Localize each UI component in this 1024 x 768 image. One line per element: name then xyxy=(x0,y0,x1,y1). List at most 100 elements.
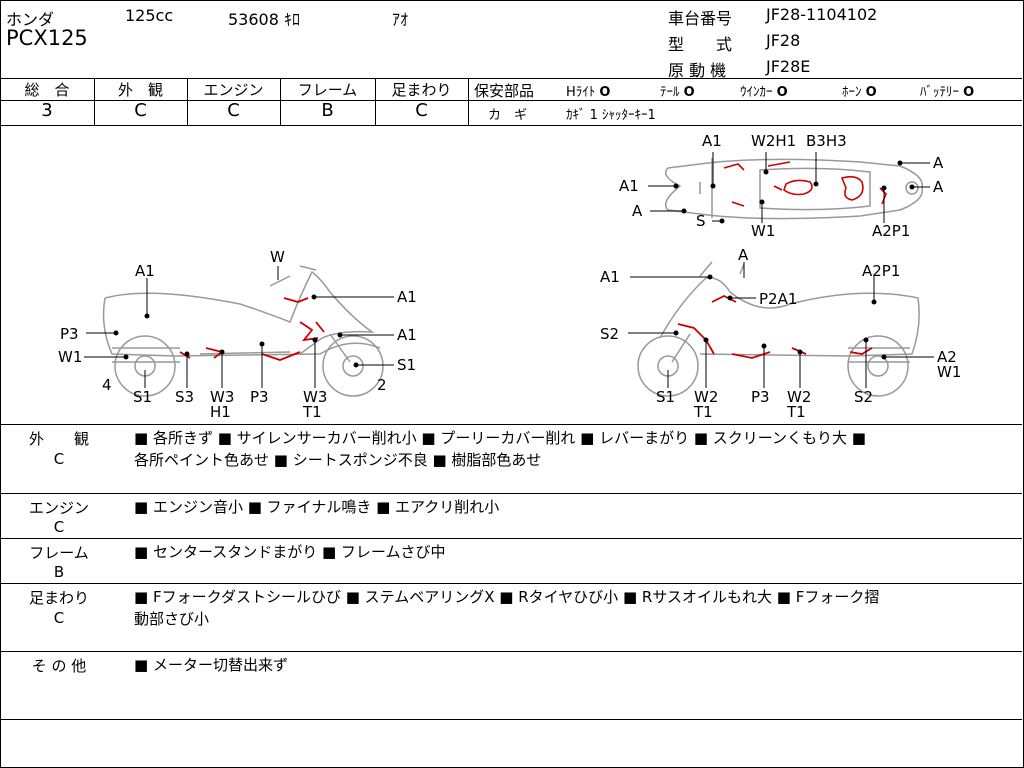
section-engine-label: エンジン xyxy=(28,499,89,517)
section-engine-text: ■ エンジン音小 ■ ファイナル鳴き ■ エアクリ削れ小 xyxy=(134,496,499,518)
divider xyxy=(187,78,188,125)
grade-header-engine: エンジン xyxy=(203,81,264,99)
safety-battery: ﾊﾞｯﾃﾘｰ O xyxy=(920,85,975,100)
grade-exterior: C xyxy=(134,100,147,121)
section-suspension-text: ■ Fフォークダストシールひび ■ ステムベアリングX ■ Rタイヤひび小 ■ … xyxy=(134,586,879,630)
label-right-p2a1: P2A1 xyxy=(759,290,797,308)
section-other-label: そ の 他 xyxy=(31,657,87,675)
label-top-a-right: A xyxy=(933,178,944,196)
section-frame-line: ■ センタースタンドまがり ■ フレームさび中 xyxy=(134,543,446,561)
safety-headlight: Hﾗｲﾄ O xyxy=(566,85,611,100)
grade-header-suspension: 足まわり xyxy=(391,81,452,99)
label-top-a: A xyxy=(933,154,944,172)
divider xyxy=(280,78,281,125)
section-exterior-text: ■ 各所きず ■ サイレンサーカバー削れ小 ■ プーリーカバー削れ ■ レバーま… xyxy=(134,427,866,471)
color: ｱｵ xyxy=(392,10,409,29)
label-left-p3-bottom: P3 xyxy=(250,388,269,406)
grade-header-frame: フレーム xyxy=(297,81,358,99)
label-top-a2p1: A2P1 xyxy=(872,222,910,240)
section-frame-grade: B xyxy=(53,563,65,581)
label-right-a2p1: A2P1 xyxy=(862,262,900,280)
section-exterior-label: 外 観 xyxy=(28,430,89,448)
label-left-p3: P3 xyxy=(60,325,79,343)
label-left-a1-right: A1 xyxy=(397,288,417,306)
mileage: 53608 ｷﾛ xyxy=(228,10,300,29)
section-engine-grade: C xyxy=(53,518,65,536)
grade-total: 3 xyxy=(41,100,53,121)
label-left-w3: W3 xyxy=(210,388,234,406)
label-top-s: S xyxy=(696,212,706,230)
label-right-a: A xyxy=(738,246,749,264)
divider xyxy=(0,651,1022,652)
section-suspension-grade: C xyxy=(53,609,65,627)
divider xyxy=(0,125,1022,126)
label-right-a2: A2 xyxy=(937,348,957,366)
safety-label: 保安部品 xyxy=(474,82,535,100)
section-exterior-grade: C xyxy=(53,450,65,468)
frame-no: JF28-1104102 xyxy=(766,5,878,24)
divider xyxy=(468,100,1022,101)
divider xyxy=(0,719,1022,720)
section-other-line: ■ メーター切替出来ず xyxy=(134,656,288,674)
label-right-t1: T1 xyxy=(693,403,713,421)
maker: ホンダ xyxy=(6,10,55,29)
safety-horn: ﾎｰﾝ O xyxy=(842,85,877,100)
divider xyxy=(0,493,1022,494)
divider xyxy=(468,78,469,125)
label-left-s3: S3 xyxy=(175,388,194,406)
label-left-w3-right: W3 xyxy=(303,388,327,406)
grade-engine: C xyxy=(227,100,240,121)
section-exterior-line: ■ 各所きず ■ サイレンサーカバー削れ小 ■ プーリーカバー削れ ■ レバーま… xyxy=(134,429,866,447)
divider xyxy=(0,538,1022,539)
label-left-t1: T1 xyxy=(302,403,322,421)
right-view-leaders xyxy=(628,262,934,388)
damage-marks xyxy=(677,294,873,359)
section-suspension-line: ■ Fフォークダストシールひび ■ ステムベアリングX ■ Rタイヤひび小 ■ … xyxy=(134,588,880,606)
grade-header-total: 総 合 xyxy=(24,81,70,99)
frame-no-label: 車台番号 xyxy=(668,9,733,28)
engine-label: 原 動 機 xyxy=(668,61,727,80)
section-frame-text: ■ センタースタンドまがり ■ フレームさび中 xyxy=(134,541,445,563)
engine-value: JF28E xyxy=(766,57,811,76)
label-right-s2-b: S2 xyxy=(854,388,873,406)
label-left-4: 4 xyxy=(102,376,112,394)
label-right-t1-b: T1 xyxy=(786,403,806,421)
label-right-p3: P3 xyxy=(751,388,770,406)
left-view-labels: W A1 A1 P3 A1 W1 S1 4 2 S1 S3 W3 H1 P3 W… xyxy=(58,248,417,421)
label-top-a1-left: A1 xyxy=(619,177,639,195)
grade-header-exterior: 外 観 xyxy=(117,81,163,99)
section-suspension-line: 動部さび小 xyxy=(134,610,210,628)
scooter-left-view xyxy=(102,265,384,397)
label-right-a1: A1 xyxy=(600,268,620,286)
top-view-labels: A1 W2H1 B3H3 A A1 A A S W1 A2P1 xyxy=(619,132,944,240)
label-left-h1: H1 xyxy=(210,403,231,421)
displacement: 125cc xyxy=(125,6,174,25)
top-view-leaders xyxy=(648,152,930,224)
divider xyxy=(94,78,95,125)
label-left-w: W xyxy=(270,248,285,266)
divider xyxy=(0,100,468,101)
type-value: JF28 xyxy=(766,31,801,50)
section-suspension-label: 足まわり xyxy=(28,589,89,607)
section-other-text: ■ メーター切替出来ず xyxy=(134,654,288,676)
damage-marks xyxy=(723,161,887,207)
section-exterior-line: 各所ペイント色あせ ■ シートスポンジ不良 ■ 樹脂部色あせ xyxy=(134,451,542,469)
key-label: カ ギ xyxy=(488,108,528,123)
grade-suspension: C xyxy=(415,100,428,121)
right-view-labels: A1 A A2P1 P2A1 S2 A2 W1 S1 W2 T1 P3 W2 T… xyxy=(600,246,961,421)
label-right-s2: S2 xyxy=(600,325,619,343)
divider xyxy=(0,583,1022,584)
label-left-s1: S1 xyxy=(133,388,152,406)
label-top-w2h1: W2H1 xyxy=(751,132,796,150)
type-label: 型 式 xyxy=(668,35,733,54)
label-top-w1: W1 xyxy=(751,222,775,240)
label-top-a1: A1 xyxy=(702,132,722,150)
damage-diagram: A1 W2H1 B3H3 A A1 A A S W1 A2P1 W xyxy=(58,132,961,421)
key-value: ｶｷﾞ 1 ｼｬｯﾀｰｷｰ1 xyxy=(566,108,656,123)
divider xyxy=(0,424,1022,425)
label-left-a1-mid: A1 xyxy=(397,326,417,344)
label-right-w2-b: W2 xyxy=(787,388,811,406)
label-top-a-low: A xyxy=(632,202,643,220)
label-left-2: 2 xyxy=(377,376,387,394)
label-left-a1-top: A1 xyxy=(135,262,155,280)
